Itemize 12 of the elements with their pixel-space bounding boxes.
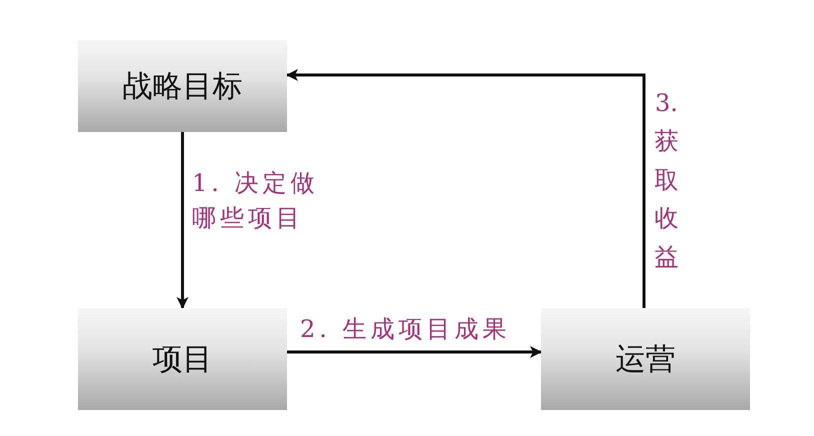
edge-label: 2. 生成项目成果 [300,314,511,345]
process-box [78,308,287,410]
process-box [78,40,287,132]
arrow [176,132,188,309]
process-box [541,308,750,410]
node-label: 运营 [616,340,676,378]
node-label: 项目 [152,340,212,378]
edge-label: 1. 决定做哪些项目 [192,168,320,234]
edge-label: 3. 获取收益 [653,88,680,273]
arrow [286,69,646,308]
arrow [287,346,542,358]
node-label: 战略目标 [122,68,242,106]
